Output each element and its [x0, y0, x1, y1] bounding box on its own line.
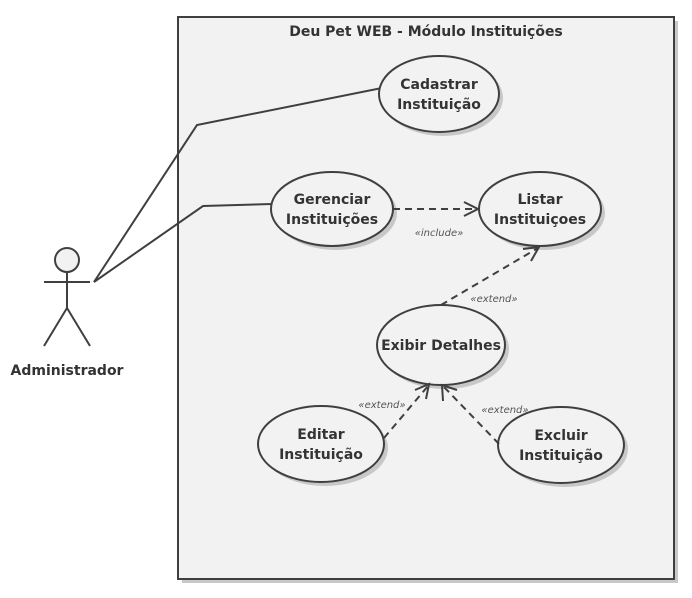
actor-right-leg: [66, 307, 91, 347]
use-case-cadastrar-instituicao: Cadastrar Instituição: [378, 55, 503, 136]
extend-excluir-exibir: «extend»: [440, 383, 529, 445]
use-case-gerenciar-line2: Instituições: [286, 212, 378, 228]
use-case-editar-line1: Editar: [297, 427, 345, 443]
use-case-listar-line2: Instituiçoes: [494, 212, 586, 228]
use-case-listar-instituicoes: Listar Instituiçoes: [478, 171, 605, 250]
extend-excluir-exibir-label: «extend»: [481, 405, 528, 416]
include-label: «include»: [415, 228, 464, 239]
extend-editar-exibir: «extend»: [358, 382, 431, 439]
use-case-exibir-detalhes: Exibir Detalhes: [376, 304, 509, 389]
use-case-excluir-line1: Excluir: [534, 428, 587, 444]
use-case-editar-ellipse: [257, 405, 385, 483]
use-case-exibir-line1: Exibir Detalhes: [381, 338, 501, 354]
use-case-editar-line2: Instituição: [279, 447, 363, 463]
use-case-listar-ellipse: [478, 171, 602, 247]
use-case-gerenciar-line1: Gerenciar: [294, 192, 371, 208]
use-case-cadastrar-line2: Instituição: [397, 97, 481, 113]
actor-label: Administrador: [11, 363, 124, 379]
use-case-excluir-ellipse: [497, 406, 625, 484]
use-case-gerenciar-ellipse: [270, 171, 394, 247]
extend-exibir-listar: «extend»: [440, 245, 541, 306]
use-case-excluir-instituicao: Excluir Instituição: [497, 406, 628, 487]
extend-editar-exibir-arrowhead-icon: [414, 382, 431, 400]
extend-exibir-listar-line: [440, 247, 539, 306]
system-title: Deu Pet WEB - Módulo Instituições: [289, 24, 563, 40]
use-case-cadastrar-ellipse: [378, 55, 500, 133]
extend-exibir-listar-arrowhead-icon: [522, 245, 541, 262]
use-case-listar-line1: Listar: [517, 192, 562, 208]
include-gerenciar-listar: «include»: [393, 201, 481, 239]
extend-excluir-exibir-line: [443, 386, 500, 445]
extend-exibir-listar-label: «extend»: [470, 294, 517, 305]
association-gerenciar: [93, 203, 273, 283]
association-cadastrar: [93, 87, 383, 283]
actor-administrador: Administrador: [11, 247, 124, 379]
use-case-editar-instituicao: Editar Instituição: [257, 405, 388, 486]
use-case-cadastrar-line1: Cadastrar: [400, 77, 478, 93]
actor-head-icon: [54, 247, 80, 273]
include-arrowhead-icon: [463, 201, 481, 217]
actor-left-leg: [43, 307, 68, 347]
use-case-excluir-line2: Instituição: [519, 448, 603, 464]
extend-excluir-exibir-arrowhead-icon: [440, 383, 458, 402]
extend-editar-exibir-label: «extend»: [358, 400, 405, 411]
use-case-gerenciar-instituicoes: Gerenciar Instituições: [270, 171, 397, 250]
